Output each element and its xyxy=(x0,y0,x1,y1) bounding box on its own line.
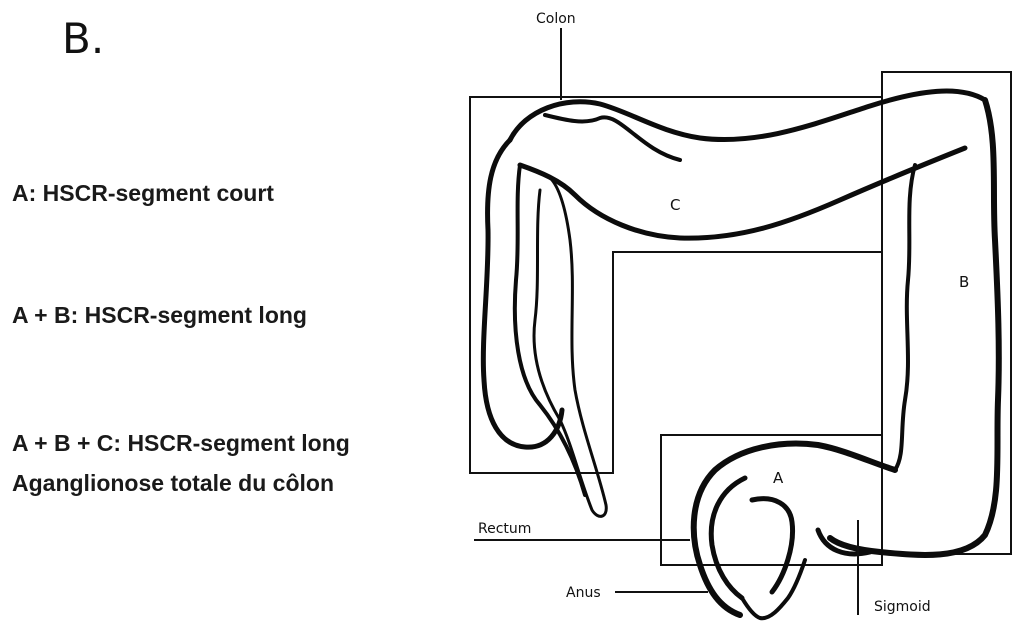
appendix-strand xyxy=(534,180,606,516)
anus-label: Anus xyxy=(566,585,601,601)
sigmoid-inner-curl xyxy=(752,499,793,592)
region-c-letter: C xyxy=(670,196,680,214)
region-b-letter: B xyxy=(959,273,969,291)
sigmoid-loop-inner xyxy=(711,478,745,598)
transverse-colon-lower xyxy=(520,148,965,238)
region-a-letter: A xyxy=(773,469,784,487)
descending-colon-inner xyxy=(895,165,915,470)
region-c-box xyxy=(470,97,882,473)
hepatic-fold xyxy=(545,115,680,160)
colon-label: Colon xyxy=(536,11,576,27)
rectum-label: Rectum xyxy=(478,521,531,537)
transverse-colon-upper xyxy=(510,91,985,140)
sigmoid-label: Sigmoid xyxy=(874,599,931,615)
